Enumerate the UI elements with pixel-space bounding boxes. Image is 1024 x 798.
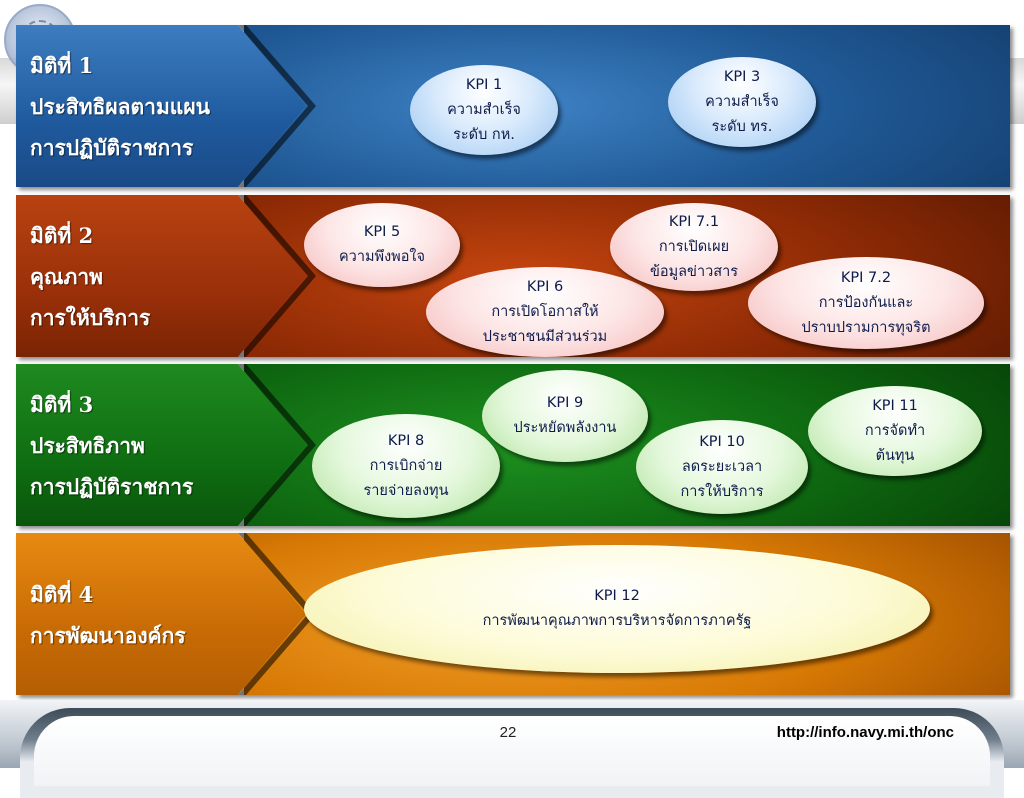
kpi-3-bubble[interactable]: KPI 3 ความสำเร็จ ระดับ ทร. [668, 57, 816, 147]
kpi-5-bubble[interactable]: KPI 5 ความพึงพอใจ [304, 203, 460, 287]
dimension-3-title: มิติที่ 3 ประสิทธิภาพ การปฏิบัติราชการ [30, 384, 193, 507]
kpi-10-bubble[interactable]: KPI 10 ลดระยะเวลา การให้บริการ [636, 420, 808, 514]
dimension-row-3: มิติที่ 3 ประสิทธิภาพ การปฏิบัติราชการ K… [16, 364, 1010, 526]
kpi-8-line-3: รายจ่ายลงทุน [363, 482, 449, 499]
dimension-2-line-3: การให้บริการ [30, 305, 151, 330]
kpi-12-line-2: การพัฒนาคุณภาพการบริหารจัดการภาครัฐ [482, 613, 752, 629]
dimension-4-label-arrow [16, 533, 306, 695]
kpi-12-bubble[interactable]: KPI 12 การพัฒนาคุณภาพการบริหารจัดการภาคร… [304, 545, 930, 673]
kpi-3-line-3: ระดับ ทร. [711, 118, 773, 135]
dimension-2-title: มิติที่ 2 คุณภาพ การให้บริการ [30, 215, 150, 338]
kpi-11-bubble[interactable]: KPI 11 การจัดทำ ต้นทุน [808, 386, 982, 476]
kpi-8-code: KPI 8 [387, 432, 425, 449]
dimension-3-label-arrow [16, 364, 306, 526]
dimension-3-line-1: มิติที่ 3 [30, 392, 94, 417]
kpi-9-line-2: ประหยัดพลังงาน [513, 420, 617, 436]
dimension-2-line-2: คุณภาพ [30, 264, 104, 289]
kpi-7-2-line-3: ปราบปรามการทุจริต [801, 319, 931, 336]
kpi-6-line-3: ประชาชนมีส่วนร่วม [482, 328, 608, 345]
dimension-4-line-1: มิติที่ 4 [30, 582, 94, 607]
kpi-1-line-2: ความสำเร็จ [447, 101, 521, 118]
dimension-3-line-2: ประสิทธิภาพ [30, 433, 145, 458]
kpi-7-1-bubble[interactable]: KPI 7.1 การเปิดเผย ข้อมูลข่าวสาร [610, 203, 778, 291]
kpi-1-line-3: ระดับ กห. [453, 126, 515, 143]
dimension-2-line-1: มิติที่ 2 [30, 223, 94, 248]
kpi-6-bubble[interactable]: KPI 6 การเปิดโอกาสให้ ประชาชนมีส่วนร่วม [426, 267, 664, 357]
kpi-11-line-3: ต้นทุน [875, 447, 915, 464]
kpi-3-line-2: ความสำเร็จ [705, 93, 779, 110]
kpi-11-line-2: การจัดทำ [864, 422, 926, 439]
kpi-10-line-2: ลดระยะเวลา [681, 458, 763, 475]
kpi-9-bubble[interactable]: KPI 9 ประหยัดพลังงาน [482, 370, 648, 462]
kpi-12-code: KPI 12 [594, 588, 640, 604]
kpi-1-bubble[interactable]: KPI 1 ความสำเร็จ ระดับ กห. [410, 65, 558, 155]
kpi-7-1-line-3: ข้อมูลข่าวสาร [649, 263, 739, 280]
kpi-7-2-line-2: การป้องกันและ [818, 294, 914, 311]
dimension-1-label-arrow [16, 25, 306, 187]
dimension-row-2: มิติที่ 2 คุณภาพ การให้บริการ KPI 5 ความ… [16, 195, 1010, 357]
dimension-3-line-3: การปฏิบัติราชการ [30, 474, 194, 499]
kpi-9-code: KPI 9 [546, 395, 584, 411]
kpi-10-line-3: การให้บริการ [680, 483, 764, 500]
dimension-1-line-1: มิติที่ 1 [30, 53, 94, 78]
kpi-11-code: KPI 11 [872, 397, 918, 414]
dimension-4-title: มิติที่ 4 การพัฒนาองค์กร [30, 574, 186, 656]
kpi-5-code: KPI 5 [363, 224, 401, 240]
kpi-6-code: KPI 6 [526, 278, 564, 295]
page-number: 22 [499, 724, 517, 741]
dimension-1-title: มิติที่ 1 ประสิทธิผลตามแผน การปฏิบัติราช… [30, 45, 210, 168]
dimension-2-label-arrow [16, 195, 306, 357]
kpi-5-line-2: ความพึงพอใจ [338, 249, 426, 265]
dimension-1-line-3: การปฏิบัติราชการ [30, 135, 194, 160]
kpi-8-line-2: การเบิกจ่าย [369, 457, 443, 474]
kpi-10-code: KPI 10 [699, 433, 745, 450]
dimension-4-line-2: การพัฒนาองค์กร [30, 623, 186, 648]
dimension-1-line-2: ประสิทธิผลตามแผน [30, 94, 211, 119]
kpi-7-2-code: KPI 7.2 [840, 269, 892, 286]
dimension-1-panel [244, 25, 1010, 187]
kpi-1-code: KPI 1 [465, 76, 503, 93]
dimension-row-1: มิติที่ 1 ประสิทธิผลตามแผน การปฏิบัติราช… [16, 25, 1010, 187]
kpi-6-line-2: การเปิดโอกาสให้ [491, 303, 599, 320]
kpi-8-bubble[interactable]: KPI 8 การเบิกจ่าย รายจ่ายลงทุน [312, 414, 500, 518]
kpi-7-1-line-2: การเปิดเผย [658, 238, 730, 255]
kpi-7-1-code: KPI 7.1 [668, 213, 720, 230]
kpi-3-code: KPI 3 [723, 68, 761, 85]
kpi-7-2-bubble[interactable]: KPI 7.2 การป้องกันและ ปราบปรามการทุจริต [748, 257, 984, 349]
footer-url[interactable]: http://info.navy.mi.th/onc [776, 724, 954, 741]
dimension-row-4: มิติที่ 4 การพัฒนาองค์กร KPI 12 การพัฒนา… [16, 533, 1010, 695]
